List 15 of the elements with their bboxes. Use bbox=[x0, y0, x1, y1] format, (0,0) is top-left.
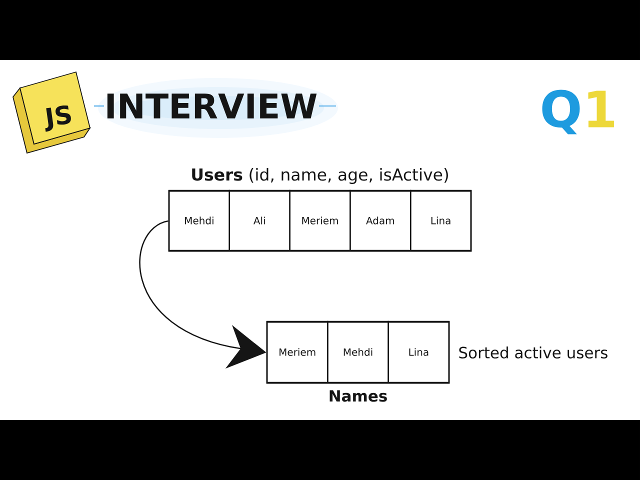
title: INTERVIEW bbox=[107, 94, 317, 118]
question-letter: Q bbox=[542, 90, 580, 134]
table-cell: Lina bbox=[410, 190, 472, 252]
table-heading: Names bbox=[330, 390, 387, 402]
cube-label: JS bbox=[45, 106, 71, 132]
table-heading: Users (id, name, age, isActive) bbox=[192, 168, 448, 184]
table-cell: Meriem bbox=[289, 190, 351, 252]
table-cell: Mehdi bbox=[327, 320, 389, 384]
table-cell: Ali bbox=[228, 190, 290, 252]
table-cell: Adam bbox=[350, 190, 412, 252]
table-cell: Meriem bbox=[266, 320, 328, 384]
question-number: 1 bbox=[588, 90, 614, 128]
table-cell: Mehdi bbox=[168, 190, 230, 252]
table-cell: Lina bbox=[388, 320, 450, 384]
side-note: Sorted active users bbox=[459, 346, 608, 358]
